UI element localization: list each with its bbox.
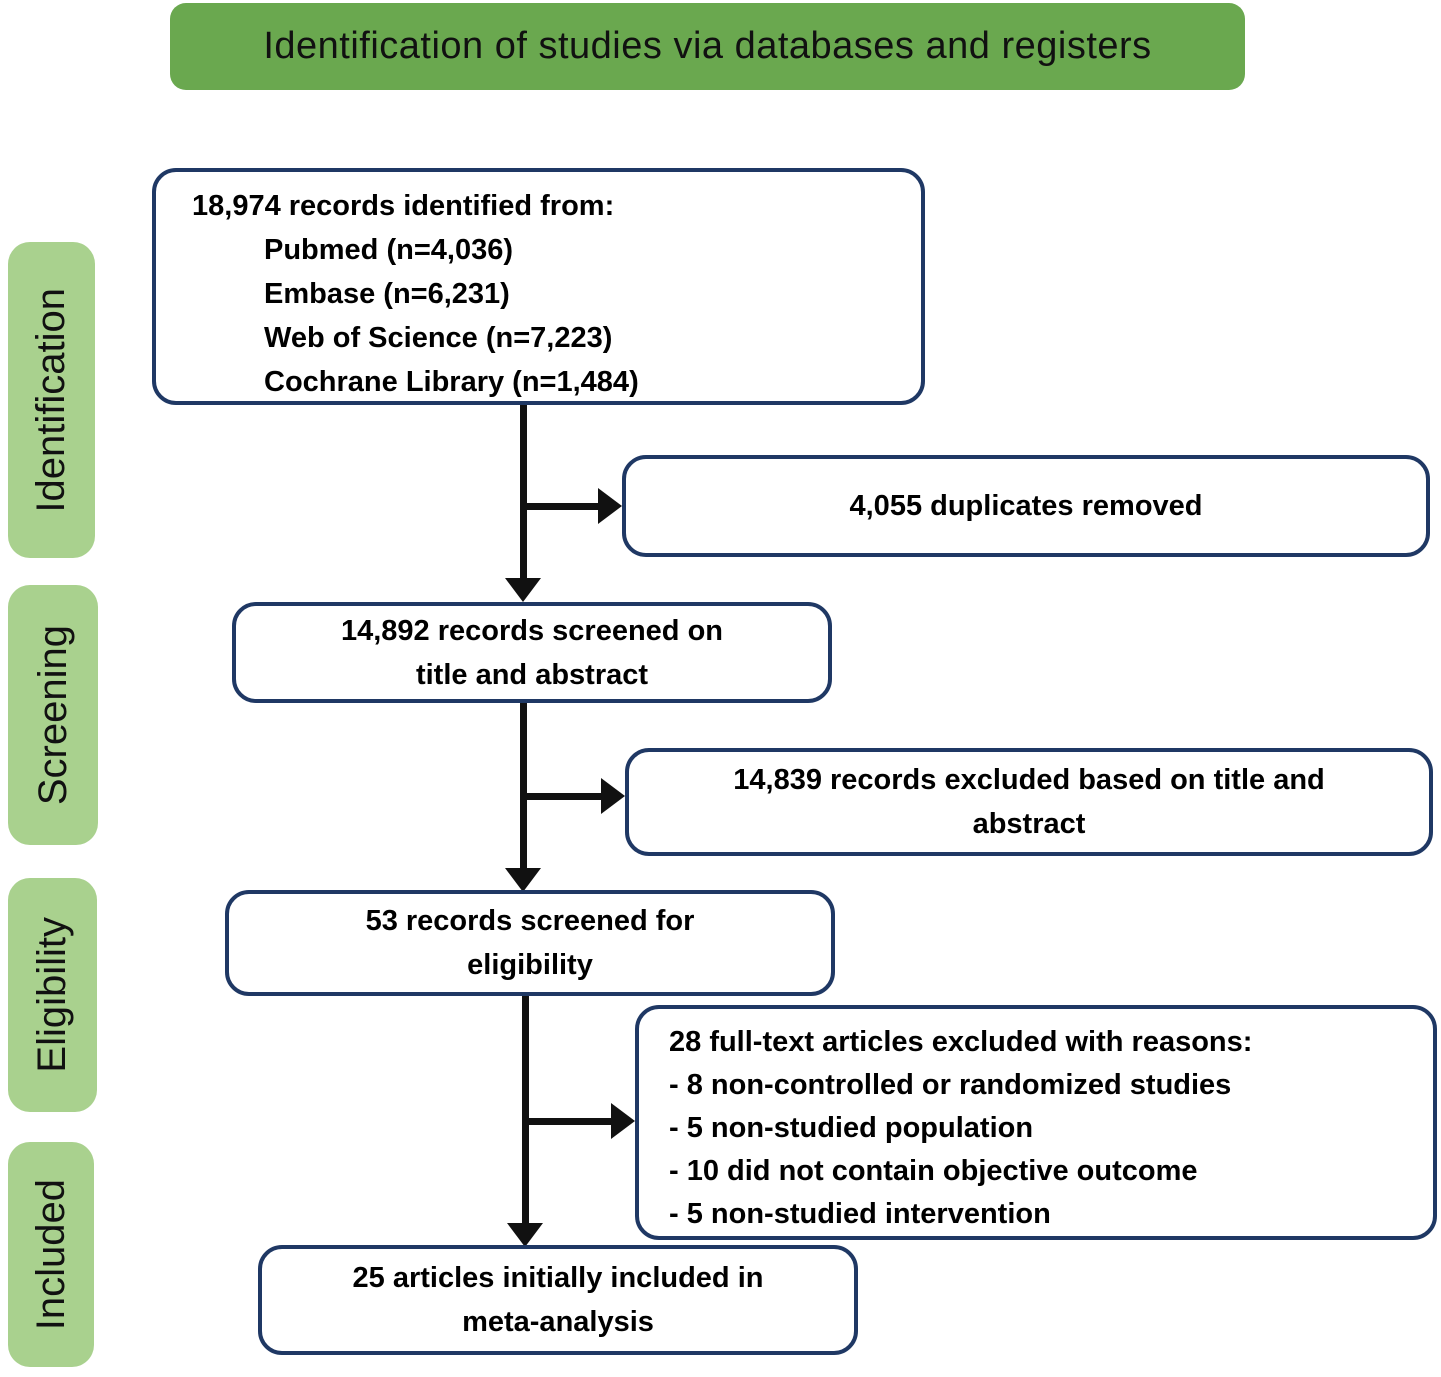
excluded-title-abstract-line-1: 14,839 records excluded based on title a… [733,764,1325,796]
diagram-title-banner: Identification of studies via databases … [170,3,1245,90]
box-duplicates-removed: 4,055 duplicates removed [622,455,1430,557]
box-screened-for-eligibility: 53 records screened for eligibility [225,890,835,996]
box-records-screened: 14,892 records screened on title and abs… [232,602,832,703]
fulltext-excluded-reason-1: - 8 non-controlled or randomized studies [669,1069,1232,1101]
fulltext-excluded-reason-4: - 5 non-studied intervention [669,1198,1051,1230]
arrow-screened-to-eligibility-line [520,703,527,868]
arrow-to-excluded-title-abstract-head [601,778,625,814]
stage-label-text: Eligibility [30,917,74,1073]
stage-label-screening: Screening [8,585,98,845]
records-screened-line-2: title and abstract [415,658,649,691]
arrow-eligibility-to-included-head [507,1223,543,1247]
arrow-eligibility-to-included-line [522,996,529,1223]
arrow-to-duplicates-line [523,503,598,510]
excluded-title-abstract-line-2: abstract [972,808,1086,840]
duplicates-removed-text: 4,055 duplicates removed [849,490,1203,522]
arrow-to-fulltext-excluded-head [611,1103,635,1139]
eligibility-line-1: 53 records screened for [365,905,695,937]
diagram-title: Identification of studies via databases … [263,25,1152,67]
stage-label-included: Included [8,1142,94,1367]
stage-label-identification: Identification [8,242,95,558]
arrow-to-fulltext-excluded-line [525,1118,611,1125]
records-identified-heading: 18,974 records identified from: [192,190,615,222]
included-line-1: 25 articles initially included in [352,1262,764,1294]
arrow-to-duplicates-head [598,488,622,524]
included-line-2: meta-analysis [462,1306,654,1338]
stage-label-text: Screening [30,624,75,806]
stage-label-eligibility: Eligibility [8,878,97,1112]
arrow-identified-to-screened-line [520,405,527,578]
source-cochrane-library: Cochrane Library (n=1,484) [264,366,639,398]
box-included-meta-analysis: 25 articles initially included in meta-a… [258,1245,858,1355]
box-records-identified: 18,974 records identified from: Pubmed (… [152,168,925,405]
arrow-screened-to-eligibility-head [505,868,541,892]
eligibility-line-2: eligibility [467,949,593,981]
stage-label-text: Identification [29,287,73,513]
box-excluded-title-abstract: 14,839 records excluded based on title a… [625,748,1433,856]
source-pubmed: Pubmed (n=4,036) [264,234,513,266]
box-fulltext-excluded: 28 full-text articles excluded with reas… [635,1005,1437,1240]
stage-label-text: Included [28,1178,73,1331]
fulltext-excluded-reason-3: - 10 did not contain objective outcome [669,1155,1198,1187]
source-embase: Embase (n=6,231) [264,278,510,310]
arrow-identified-to-screened-head [505,578,541,602]
fulltext-excluded-heading: 28 full-text articles excluded with reas… [669,1026,1253,1058]
source-web-of-science: Web of Science (n=7,223) [264,322,613,354]
records-screened-line-1: 14,892 records screened on [340,614,724,647]
fulltext-excluded-reason-2: - 5 non-studied population [669,1112,1034,1144]
arrow-to-excluded-title-abstract-line [523,793,601,800]
